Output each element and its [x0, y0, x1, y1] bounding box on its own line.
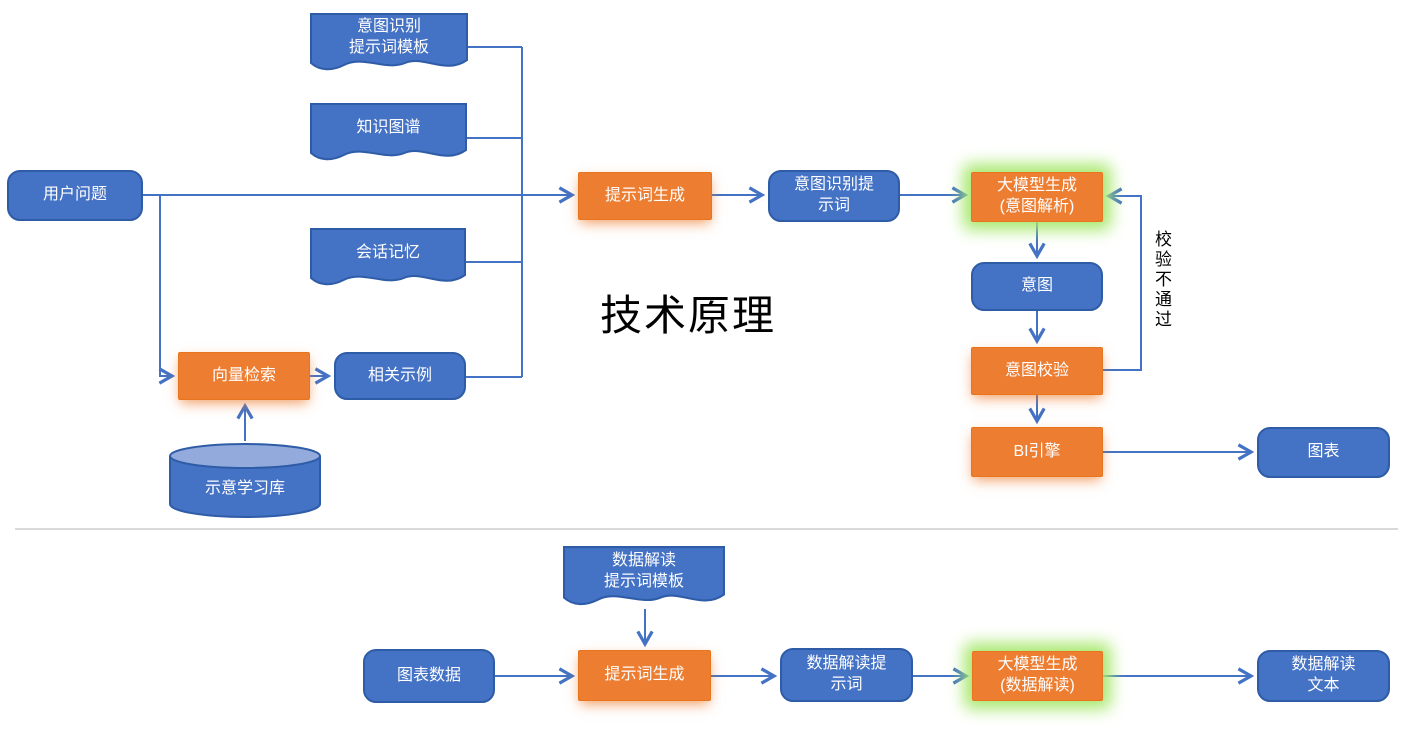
- document-shape: [310, 228, 466, 286]
- diagram-title: 技术原理: [600, 292, 777, 339]
- node-label: 数据解读 提示词模板: [603, 552, 684, 590]
- node-user-question: 用户问题: [7, 170, 143, 221]
- node-knowledge-graph: 知识图谱: [310, 103, 467, 165]
- node-llm-intent: 大模型生成 (意图解析): [971, 172, 1103, 222]
- connector-feedback-loop: [1103, 187, 1142, 371]
- node-bi-engine: BI引擎: [971, 427, 1103, 477]
- node-label: 知识图谱: [356, 118, 421, 136]
- node-session-memory: 会话记忆: [310, 228, 466, 290]
- node-label: 意图识别提 示词: [793, 176, 874, 214]
- document-shape: [310, 13, 468, 71]
- node-label: 提示词生成: [604, 186, 685, 204]
- node-label: 数据解读提 示词: [806, 655, 887, 693]
- node-prompt-gen-bottom: 提示词生成: [578, 650, 711, 701]
- node-label: 提示词生成: [604, 666, 685, 684]
- document-shape: [563, 546, 725, 606]
- node-label: 意图识别 提示词模板: [348, 18, 429, 56]
- node-data-prompt-template: 数据解读 提示词模板: [563, 546, 725, 610]
- node-label: 相关示例: [367, 366, 432, 384]
- database-cylinder-shape: [169, 443, 321, 518]
- node-intent-prompt-template: 意图识别 提示词模板: [310, 13, 468, 75]
- node-label: 会话记忆: [355, 243, 420, 261]
- node-prompt-gen-top: 提示词生成: [578, 172, 712, 220]
- node-label: 用户问题: [42, 186, 107, 204]
- node-label: 图表数据: [396, 666, 461, 684]
- node-intent-prompt: 意图识别提 示词: [768, 170, 900, 222]
- node-label: 大模型生成 (意图解析): [996, 177, 1077, 215]
- node-data-prompt: 数据解读提 示词: [780, 648, 913, 702]
- node-label: 意图校验: [1004, 361, 1069, 379]
- node-label: 大模型生成 (数据解读): [997, 656, 1078, 694]
- node-related-examples: 相关示例: [334, 352, 466, 400]
- node-intent: 意图: [971, 262, 1103, 311]
- node-chart: 图表: [1257, 427, 1390, 478]
- node-label: BI引擎: [1013, 442, 1061, 460]
- node-data-text: 数据解读 文本: [1257, 650, 1390, 702]
- connector-user-question-vector-search: [158, 195, 176, 385]
- node-chart-data: 图表数据: [363, 649, 495, 703]
- node-label: 示意学习库: [204, 479, 285, 497]
- node-llm-data: 大模型生成 (数据解读): [972, 651, 1103, 701]
- node-label: 意图: [1020, 277, 1053, 295]
- document-shape: [310, 103, 467, 161]
- feedback-annotation: 校验不通过: [1152, 230, 1171, 330]
- node-label: 数据解读 文本: [1291, 656, 1356, 694]
- node-label: 向量检索: [211, 366, 276, 384]
- node-intent-check: 意图校验: [971, 347, 1103, 395]
- node-vector-search: 向量检索: [178, 352, 310, 400]
- node-label: 图表: [1307, 443, 1340, 461]
- node-example-library: 示意学习库: [168, 443, 322, 519]
